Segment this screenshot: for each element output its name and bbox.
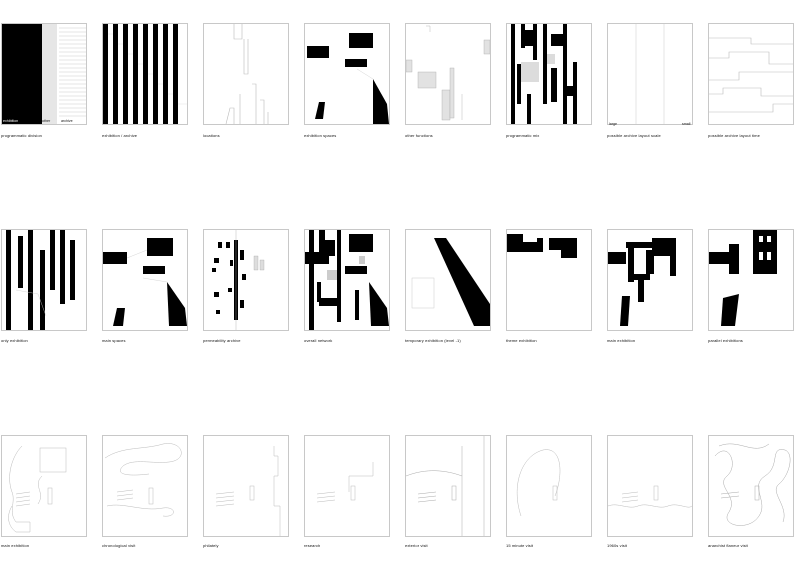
diagram-panel [203,435,289,537]
label-small: small [682,122,691,126]
diagram-panel [405,229,491,331]
diagram-panel [102,229,188,331]
label-exhibition: exhibition [3,119,19,123]
caption: permeability archive [203,338,241,343]
permeability-archive-drawing [212,230,265,330]
caption: overall network [304,338,333,343]
diagram-panel [203,229,289,331]
label-large: large [609,122,617,126]
main-spaces-drawing [103,238,187,326]
diagram-panel [607,23,693,125]
diagram-panel [203,23,289,125]
caption: research [304,543,321,548]
main-exhibition-route-drawing [8,445,67,533]
caption: 1960s visit [607,543,627,548]
caption: programmatic division [1,133,43,138]
caption: main exhibition [1,543,30,548]
anarchist-flaneur-visit-drawing [714,443,791,526]
15-minute-visit-drawing [516,449,561,517]
main-exhibition-network-drawing [608,238,676,326]
theme-exhibition-drawing [507,234,577,258]
diagram-panel [1,23,87,125]
caption: possible archive layout time [708,133,760,138]
caption: locations [203,133,220,138]
diagram-panel [506,23,592,125]
diagram-panel [405,435,491,537]
temporary-exhibition-drawing [411,238,490,326]
diagram-panel [708,435,794,537]
caption: only exhibition [1,338,28,343]
overall-network-drawing [305,230,389,330]
caption: programmatic mix [506,133,540,138]
diagram-panel [506,229,592,331]
archive-layout-scale-drawing [635,24,665,124]
diagram-panel [708,229,794,331]
diagram-panel [1,229,87,331]
caption: exhibition spaces [304,133,337,138]
parallel-exhibitions-drawing [709,230,777,326]
programmatic-division-drawing [2,24,86,124]
locations-drawing [225,24,269,124]
exterior-visit-drawing [406,436,485,536]
diagram-panel [304,435,390,537]
diagram-panel [607,435,693,537]
programmatic-mix-drawing [511,24,577,124]
diagram-panel [405,23,491,125]
caption: temporary exhibition (level -1) [405,338,461,343]
diagram-panel [304,23,390,125]
caption: other functions [405,133,433,138]
diagram-panel [1,435,87,537]
chronological-visit-drawing [104,443,182,517]
philately-drawing [215,446,281,536]
diagram-panel [304,229,390,331]
caption: theme exhibition [506,338,537,343]
caption: main exhibition [607,338,636,343]
exhibition-archive-drawing [103,24,187,124]
label-other: other [42,119,51,123]
archive-layout-time-drawing [709,37,793,113]
diagram-panel [506,435,592,537]
research-drawing [316,462,374,503]
diagram-panel [102,435,188,537]
diagram-panel [102,23,188,125]
caption: 15 minute visit [506,543,534,548]
1960s-visit-drawing [608,485,692,508]
caption: anarchist flaneur visit [708,543,748,548]
only-exhibition-drawing [6,230,75,330]
caption: chronological visit [102,543,136,548]
diagram-panel [607,229,693,331]
caption: philately [203,543,219,548]
exhibition-spaces-drawing [307,33,389,124]
label-archive: archive [61,119,73,123]
caption: possible archive layout scale [607,133,661,138]
caption: exterior visit [405,543,428,548]
diagram-panel [708,23,794,125]
caption: exhibition / archive [102,133,138,138]
caption: main spaces [102,338,126,343]
caption: parallel exhibitions [708,338,743,343]
other-functions-drawing [406,25,490,121]
